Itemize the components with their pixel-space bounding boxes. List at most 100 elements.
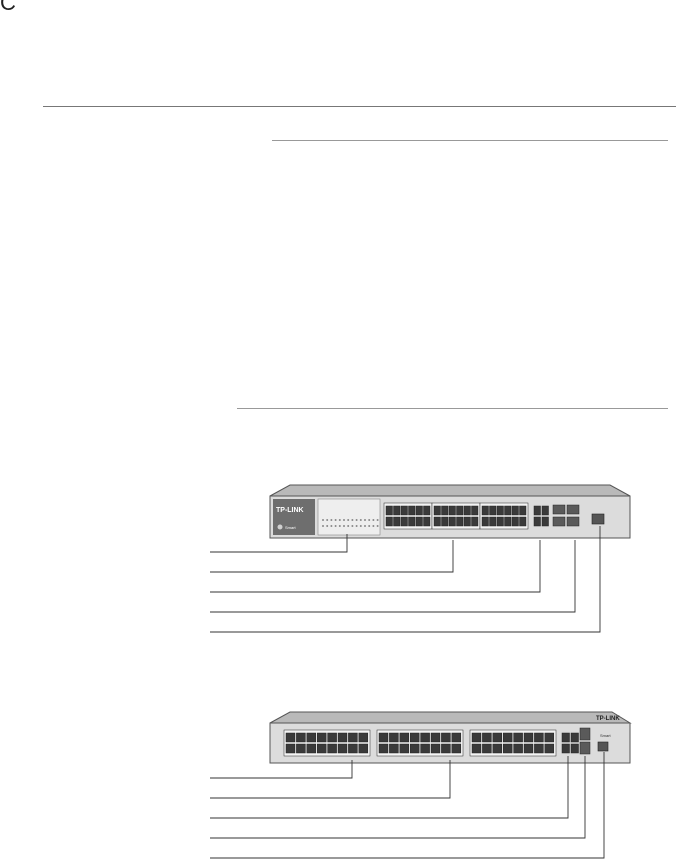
led-indicator — [326, 525, 329, 527]
rj45-port — [389, 743, 399, 754]
rj45-port — [513, 732, 523, 743]
rj45-port — [511, 516, 519, 527]
rj45-port-groups — [383, 502, 529, 530]
rj45-port — [337, 732, 348, 743]
section-rule — [43, 106, 676, 107]
led-indicator — [334, 519, 337, 521]
rj45-port — [481, 505, 489, 516]
rj45-port — [389, 732, 399, 743]
rj45-port — [441, 516, 449, 527]
rj45-port — [358, 743, 369, 754]
rj45-port — [415, 505, 423, 516]
led-indicator — [364, 525, 366, 527]
led-indicator — [347, 519, 350, 521]
led-indicators — [322, 519, 379, 527]
rj45-port — [519, 505, 527, 516]
rj45-port — [378, 743, 389, 754]
rj45-port — [408, 505, 416, 516]
rj45-port — [306, 743, 317, 754]
rj45-port — [409, 732, 420, 743]
rj45-port — [316, 743, 327, 754]
rj45-port — [523, 743, 534, 754]
rj45-port — [471, 743, 482, 754]
rj45-port — [504, 505, 512, 516]
led-indicator — [338, 525, 341, 527]
led-indicator — [334, 525, 337, 527]
led-indicator — [322, 519, 324, 521]
led-indicator — [326, 519, 329, 521]
led-indicator — [364, 519, 366, 521]
smart-badge: Smart — [600, 733, 612, 738]
rj45-port — [541, 505, 549, 516]
callout-lines-top — [210, 526, 601, 633]
rj45-port — [296, 743, 306, 754]
subsection-rule-1 — [272, 140, 668, 141]
led-indicator — [372, 525, 375, 527]
rj45-port — [348, 732, 358, 743]
rj45-port — [482, 732, 492, 743]
rj45-port — [533, 505, 541, 516]
sfp-slot — [552, 504, 566, 515]
rj45-port — [378, 732, 389, 743]
led-indicator — [351, 525, 354, 527]
led-indicator — [359, 519, 362, 521]
rj45-port — [513, 743, 523, 754]
rj45-port — [519, 516, 527, 527]
subsection-rule-2 — [237, 408, 668, 409]
rj45-port — [393, 516, 401, 527]
rj45-port — [561, 743, 570, 754]
console-port — [591, 513, 605, 525]
led-indicator — [351, 519, 354, 521]
rj45-port — [433, 516, 441, 527]
sfp-slot — [579, 727, 591, 741]
rj45-port — [448, 505, 456, 516]
rj45-port-groups — [283, 729, 557, 757]
sfp-ports — [561, 727, 591, 755]
rj45-port — [348, 743, 358, 754]
led-indicator — [330, 519, 333, 521]
rj45-port — [337, 743, 348, 754]
sfp-slot — [579, 741, 591, 755]
led-indicator — [376, 525, 379, 527]
rj45-port — [400, 505, 408, 516]
led-indicator — [368, 525, 371, 527]
rj45-port — [544, 732, 555, 743]
rj45-port — [306, 732, 317, 743]
rj45-port — [502, 743, 513, 754]
rj45-port — [393, 505, 401, 516]
rj45-port — [471, 516, 479, 527]
rj45-port — [420, 743, 430, 754]
rj45-port — [534, 743, 544, 754]
rj45-port — [570, 732, 579, 743]
rj45-port — [430, 743, 441, 754]
switch-24-port-figure: TP-LINK Smart — [210, 484, 631, 633]
rj45-port — [492, 743, 503, 754]
rj45-port — [441, 505, 449, 516]
rj45-port — [504, 516, 512, 527]
rj45-port — [327, 732, 337, 743]
rj45-port — [441, 743, 451, 754]
led-indicator — [338, 519, 341, 521]
rj45-port — [456, 505, 464, 516]
rj45-port — [502, 732, 513, 743]
rj45-port — [385, 516, 393, 527]
led-indicator — [322, 525, 324, 527]
led-indicator — [372, 519, 375, 521]
led-panel — [317, 498, 381, 536]
rj45-port — [448, 516, 456, 527]
rj45-port — [561, 732, 570, 743]
rj45-port — [408, 516, 416, 527]
rj45-port — [316, 732, 327, 743]
led-indicator — [359, 525, 362, 527]
rj45-port — [399, 743, 410, 754]
rj45-port — [400, 516, 408, 527]
brand-logo: TP-LINK — [276, 507, 304, 514]
rj45-port — [327, 743, 337, 754]
rj45-port — [451, 732, 462, 743]
led-indicator — [343, 519, 345, 521]
console-port — [597, 741, 609, 752]
rj45-port — [399, 732, 410, 743]
rj45-port — [511, 505, 519, 516]
rj45-port — [415, 516, 423, 527]
